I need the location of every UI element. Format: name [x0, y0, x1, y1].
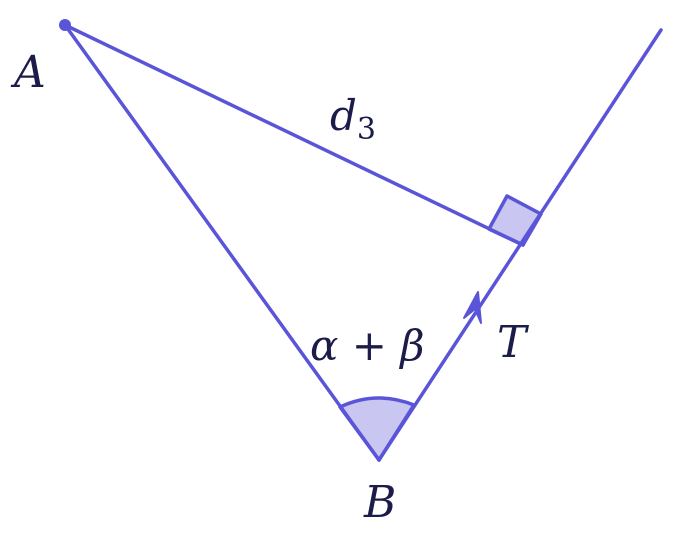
label-point-a: A — [10, 47, 46, 98]
angle-arc-sector — [338, 396, 416, 462]
label-tangent: T — [497, 317, 530, 368]
label-point-b: B — [363, 477, 396, 528]
label-distance-main: d — [330, 91, 357, 140]
perpendicular-line — [63, 23, 525, 247]
tangent-line — [377, 28, 663, 462]
segment-ab — [63, 23, 381, 462]
label-distance: d3 — [330, 91, 376, 147]
tangent-arrow-icon — [463, 291, 482, 324]
right-angle-marker — [487, 194, 543, 247]
point-a-dot — [59, 19, 71, 31]
label-angle: α + β — [310, 321, 425, 370]
label-distance-subscript: 3 — [357, 112, 376, 147]
